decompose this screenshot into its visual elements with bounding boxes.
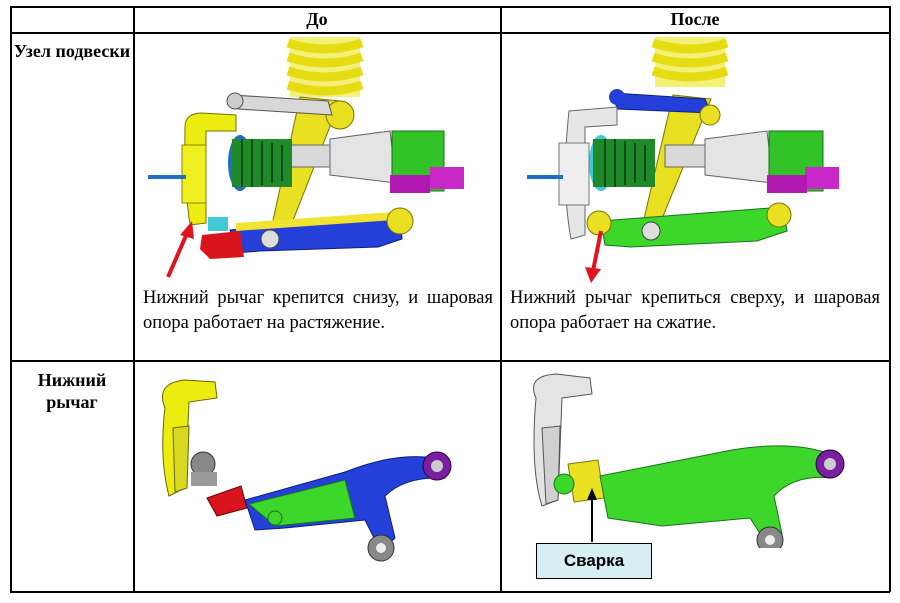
upper-link-after [612,92,712,114]
table-border-right [889,6,891,592]
suspension-before-image [148,37,464,278]
bracket-red-detail [206,485,248,517]
table-divider-middle [500,6,502,592]
load-arrow-before [166,221,194,278]
coil-spring-after [651,37,729,87]
lower-arm-after-image [533,373,845,548]
cv-boot-after [589,135,655,191]
lower-arm-detail-after [599,445,833,547]
table-border-top [10,6,890,8]
suspension-after-image [527,37,839,283]
header-after: После [670,8,720,29]
load-arrow-after [585,230,603,283]
lower-arm-before-image [162,379,452,562]
caption-after: Нижний рычаг крепиться сверху, и шаровая… [510,288,880,333]
caption-before: Нижний рычаг крепится снизу, и шаровая о… [143,288,493,333]
header-before: До [306,8,328,29]
table-border-left [10,6,12,592]
table-divider-label [133,6,135,592]
bracket-red-before [200,231,244,259]
lower-arm-after [600,206,788,248]
table-header-divider [10,32,890,34]
upper-link-before [231,94,333,116]
row-label-lower-arm: Нижний рычаг [37,370,107,412]
row-label-suspension-node: Узел подвески [13,41,131,61]
coil-spring-before [286,37,364,97]
table-border-bottom [10,591,890,593]
table-row-divider [10,360,890,362]
weld-callout-label: Сварка [536,543,652,579]
cv-boot-before [228,135,292,191]
